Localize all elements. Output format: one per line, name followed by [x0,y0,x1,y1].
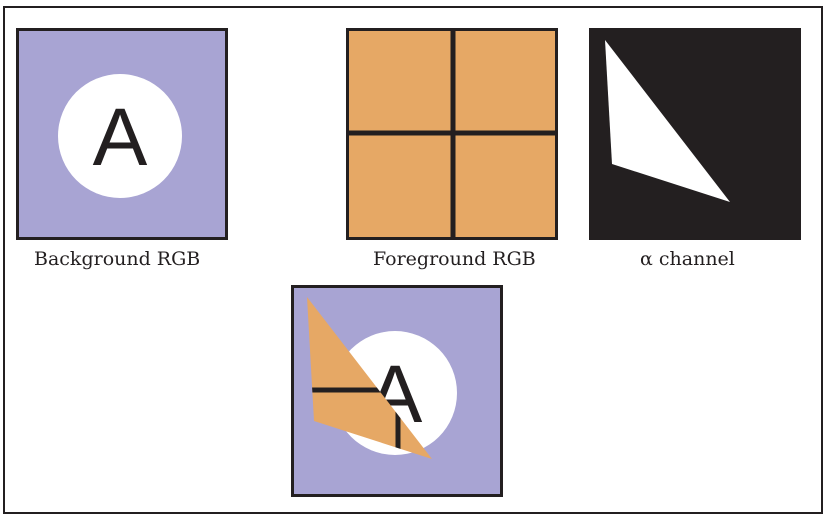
background-rgb-panel: A [16,28,228,240]
foreground-rgb-panel [346,28,558,240]
foreground-rgb-caption: Foreground RGB [373,248,536,270]
background-circle [58,74,182,198]
background-rgb-caption: Background RGB [34,248,201,270]
alpha-triangle [605,40,730,202]
alpha-channel-panel [589,28,801,240]
composite-panel: A [291,285,503,497]
alpha-channel-caption: α channel [640,248,735,270]
background-letter: A [93,92,148,183]
